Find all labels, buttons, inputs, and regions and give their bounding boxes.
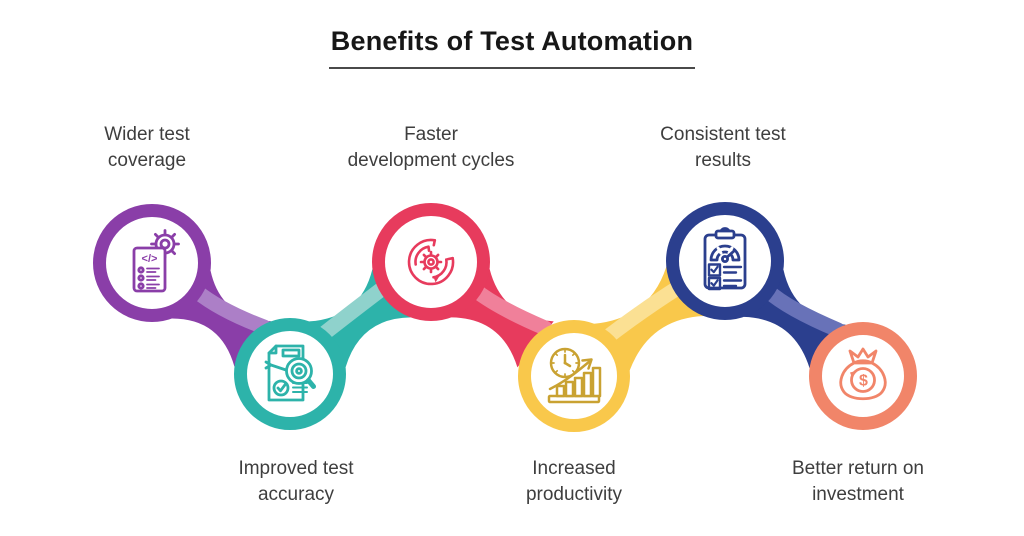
label-line: Wider test — [104, 124, 190, 145]
label-line: coverage — [107, 150, 187, 171]
money-bag-icon: $ — [839, 347, 887, 401]
node-circle-increased-productivity — [518, 320, 630, 432]
label-line: investment — [812, 484, 904, 505]
cycle-gear-icon — [407, 238, 455, 286]
label-line: productivity — [525, 484, 623, 505]
node-label-better-roi: Better return on investment — [743, 456, 973, 508]
label-line: Better return on — [791, 458, 925, 479]
gauge-clipboard-icon — [703, 227, 747, 291]
label-line: Improved test — [238, 458, 354, 479]
title-block: Benefits of Test Automation — [0, 26, 1024, 69]
node-label-faster-development-cycles: Faster development cycles — [316, 122, 546, 174]
node-label-improved-test-accuracy: Improved test accuracy — [181, 456, 411, 508]
clock-growth-chart-icon — [547, 347, 602, 404]
label-line: accuracy — [257, 484, 335, 505]
node-label-increased-productivity: Increased productivity — [459, 456, 689, 508]
code-glyph: </> — [142, 253, 158, 265]
target-magnifier-document-icon — [264, 344, 316, 402]
label-line: Faster — [404, 124, 458, 145]
label-line: results — [695, 150, 751, 171]
node-label-wider-test-coverage: Wider test coverage — [32, 122, 262, 174]
page-title: Benefits of Test Automation — [328, 26, 696, 69]
label-line: Consistent test — [660, 124, 786, 145]
node-label-consistent-test-results: Consistent test results — [608, 122, 838, 174]
code-checklist-gear-icon: </> — [132, 229, 180, 293]
label-line: development cycles — [347, 150, 515, 171]
dollar-glyph: $ — [859, 373, 868, 390]
label-line: Increased — [532, 458, 616, 479]
